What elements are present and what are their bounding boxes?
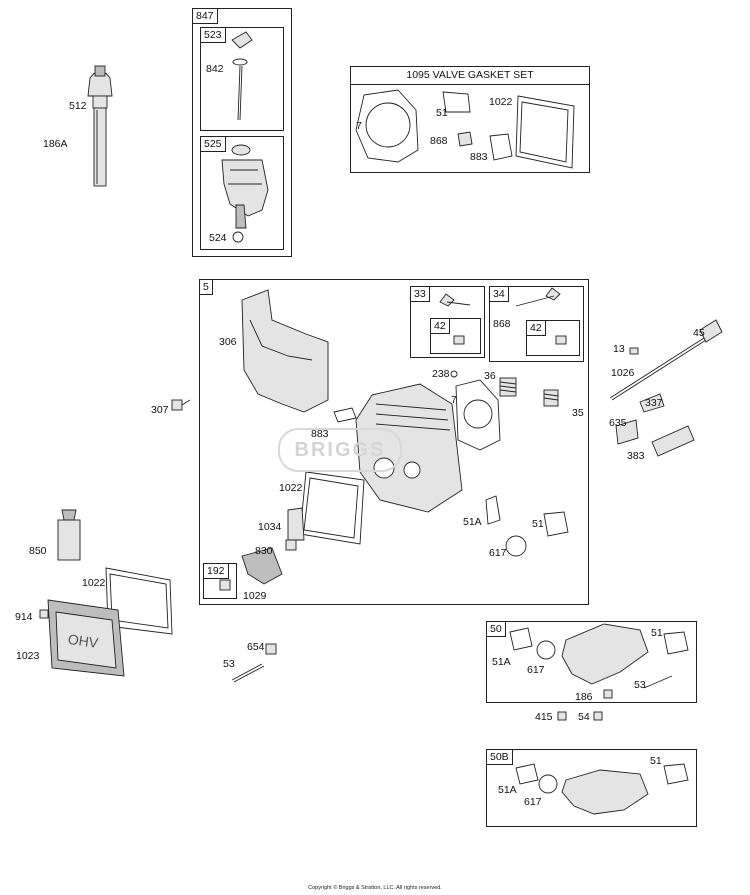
box-tag-42-a: 42 bbox=[431, 319, 450, 334]
sealant-tube-icon bbox=[57, 509, 81, 561]
part-label-617-c: 617 bbox=[524, 796, 542, 808]
svg-text:OHV: OHV bbox=[67, 631, 100, 651]
part-label-868: 868 bbox=[430, 135, 448, 147]
part-label-35: 35 bbox=[572, 407, 584, 419]
box-tag-50: 50 bbox=[487, 622, 506, 637]
part-label-54: 54 bbox=[578, 711, 590, 723]
intake-manifold-icon bbox=[509, 623, 689, 721]
part-label-51-d: 51 bbox=[650, 755, 662, 767]
box-valve-gasket-set: 1095 VALVE GASKET SET bbox=[350, 66, 590, 173]
box-tag-847: 847 bbox=[193, 9, 218, 24]
part-label-7-b: 7 bbox=[451, 394, 457, 406]
part-label-383: 383 bbox=[627, 450, 645, 462]
shroud-icon bbox=[241, 289, 329, 413]
part-label-1022-c: 1022 bbox=[82, 577, 106, 589]
part-label-868-b: 868 bbox=[493, 318, 511, 330]
part-label-654: 654 bbox=[247, 641, 265, 653]
part-label-617: 617 bbox=[489, 547, 507, 559]
part-label-51: 51 bbox=[436, 107, 448, 119]
valve-icon bbox=[439, 287, 567, 345]
part-label-883-b: 883 bbox=[311, 428, 329, 440]
breather-icon bbox=[219, 579, 231, 591]
part-label-1022-b: 1022 bbox=[279, 482, 303, 494]
box-33: 33 bbox=[410, 286, 485, 358]
gasket-icon bbox=[241, 471, 569, 585]
box-tag-5: 5 bbox=[200, 280, 213, 295]
box-525: 525 bbox=[200, 136, 284, 250]
valve-cover-icon: OHV bbox=[39, 567, 173, 677]
part-label-524: 524 bbox=[209, 232, 227, 244]
part-label-51a-d: 51A bbox=[498, 784, 517, 796]
part-label-1023: 1023 bbox=[16, 650, 40, 662]
cylinder-head-icon bbox=[333, 379, 501, 513]
box-50b: 50B bbox=[486, 749, 697, 827]
part-label-186: 186 bbox=[575, 691, 593, 703]
part-label-1029: 1029 bbox=[243, 590, 267, 602]
part-label-238: 238 bbox=[432, 368, 450, 380]
part-label-1026: 1026 bbox=[611, 367, 635, 379]
part-label-186a: 186A bbox=[43, 138, 68, 150]
box-523: 523 bbox=[200, 27, 284, 131]
intake-manifold-icon bbox=[515, 763, 689, 815]
dipstick-icon bbox=[231, 31, 253, 121]
box-tag-34: 34 bbox=[490, 287, 509, 302]
gasket-icon bbox=[355, 89, 575, 169]
spring-icon bbox=[450, 370, 559, 407]
bolt-icon bbox=[171, 399, 191, 411]
box-42-a: 42 bbox=[430, 318, 481, 354]
part-label-1034: 1034 bbox=[258, 521, 282, 533]
part-label-883: 883 bbox=[470, 151, 488, 163]
part-label-914: 914 bbox=[15, 611, 33, 623]
box-847: 847 bbox=[192, 8, 292, 257]
part-label-51-b: 51 bbox=[532, 518, 544, 530]
part-label-51a-c: 51A bbox=[492, 656, 511, 668]
box-34: 34 bbox=[489, 286, 584, 362]
box-tag-523: 523 bbox=[201, 28, 226, 43]
part-label-617-b: 617 bbox=[527, 664, 545, 676]
watermark: BRIGGS bbox=[278, 428, 402, 472]
part-label-53: 53 bbox=[223, 658, 235, 670]
part-label-850: 850 bbox=[29, 545, 47, 557]
part-label-51a: 51A bbox=[463, 516, 482, 528]
part-label-512: 512 bbox=[69, 100, 87, 112]
part-label-306: 306 bbox=[219, 336, 237, 348]
part-label-1022: 1022 bbox=[489, 96, 513, 108]
box-42-b: 42 bbox=[526, 320, 580, 356]
copyright-notice: Copyright © Briggs & Stratton, LLC. All … bbox=[308, 885, 442, 891]
part-label-51-c: 51 bbox=[651, 627, 663, 639]
pushrod-icon bbox=[609, 319, 723, 457]
part-label-53-b: 53 bbox=[634, 679, 646, 691]
stud-icon bbox=[231, 643, 277, 683]
part-label-415: 415 bbox=[535, 711, 553, 723]
dipstick-tube-icon bbox=[87, 65, 113, 187]
box-tag-192: 192 bbox=[204, 564, 229, 579]
box-tag-525: 525 bbox=[201, 137, 226, 152]
part-label-842: 842 bbox=[206, 63, 224, 75]
box-50: 50 bbox=[486, 621, 697, 703]
oil-fill-icon bbox=[221, 144, 269, 243]
part-label-7: 7 bbox=[356, 120, 362, 132]
part-label-45: 45 bbox=[693, 327, 705, 339]
part-label-635: 635 bbox=[609, 417, 627, 429]
part-label-337: 337 bbox=[645, 397, 663, 409]
box-tag-42-b: 42 bbox=[527, 321, 546, 336]
valve-gasket-set-title: 1095 VALVE GASKET SET bbox=[351, 67, 589, 85]
part-label-36: 36 bbox=[484, 370, 496, 382]
part-label-830: 830 bbox=[255, 545, 273, 557]
box-192: 192 bbox=[203, 563, 237, 599]
box-tag-33: 33 bbox=[411, 287, 430, 302]
part-label-307: 307 bbox=[151, 404, 169, 416]
box-5: 5 bbox=[199, 279, 589, 605]
box-tag-50b: 50B bbox=[487, 750, 513, 765]
part-label-13: 13 bbox=[613, 343, 625, 355]
